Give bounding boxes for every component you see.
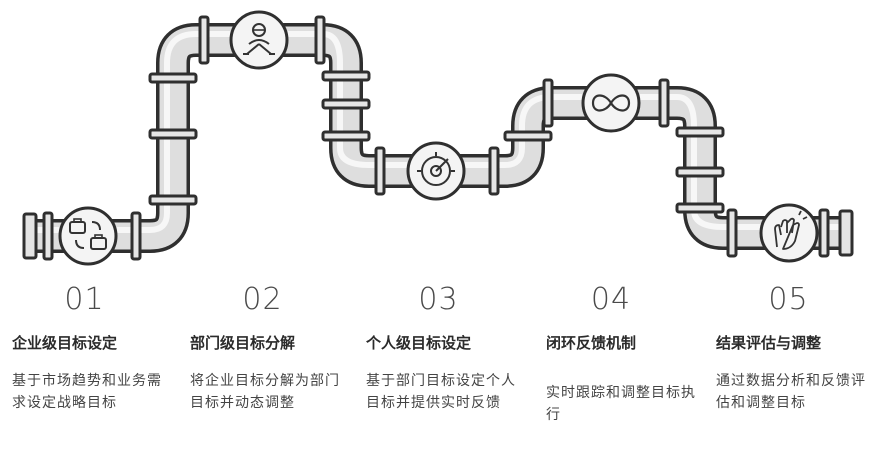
step-title: 闭环反馈机制 [546, 334, 637, 352]
step-description: 基于部门目标设定个人目标并提供实时反馈 [366, 373, 516, 411]
briefcase-exchange-icon [58, 206, 118, 266]
step-number: 01 [64, 282, 105, 317]
pipe-end-cap-right [838, 209, 854, 257]
step-title: 部门级目标分解 [190, 334, 296, 352]
pipeline-diagram [22, 10, 854, 266]
step-1: 01 企业级目标设定 基于市场趋势和业务需求设定战略目标 [12, 280, 172, 414]
step-description: 通过数据分析和反馈评估和调整目标 [716, 373, 866, 411]
step-2: 02 部门级目标分解 将企业目标分解为部门目标并动态调整 [190, 280, 350, 414]
pipe-collars [42, 15, 830, 261]
pipe-collars-vertical [148, 70, 725, 214]
step-title: 个人级目标设定 [366, 334, 472, 352]
target-gauge-icon [406, 141, 466, 201]
step-description: 将企业目标分解为部门目标并动态调整 [190, 373, 340, 411]
step-number: 02 [242, 282, 283, 317]
step-number: 04 [590, 282, 632, 317]
step-title: 结果评估与调整 [716, 334, 822, 352]
step-title: 企业级目标设定 [12, 334, 118, 352]
step-description: 基于市场趋势和业务需求设定战略目标 [12, 373, 162, 411]
step-3: 03 个人级目标设定 基于部门目标设定个人目标并提供实时反馈 [366, 280, 526, 414]
pipe-end-cap-left [22, 212, 38, 260]
step-4: 04 闭环反馈机制 实时跟踪和调整目标执行 [546, 280, 706, 426]
person-split-icon [229, 10, 289, 70]
step-number: 03 [418, 282, 459, 317]
step-number: 05 [768, 282, 809, 317]
clapping-hands-icon [759, 203, 819, 263]
infinity-loop-icon [581, 73, 641, 133]
step-description: 实时跟踪和调整目标执行 [546, 385, 696, 423]
step-5: 05 结果评估与调整 通过数据分析和反馈评估和调整目标 [716, 280, 870, 414]
